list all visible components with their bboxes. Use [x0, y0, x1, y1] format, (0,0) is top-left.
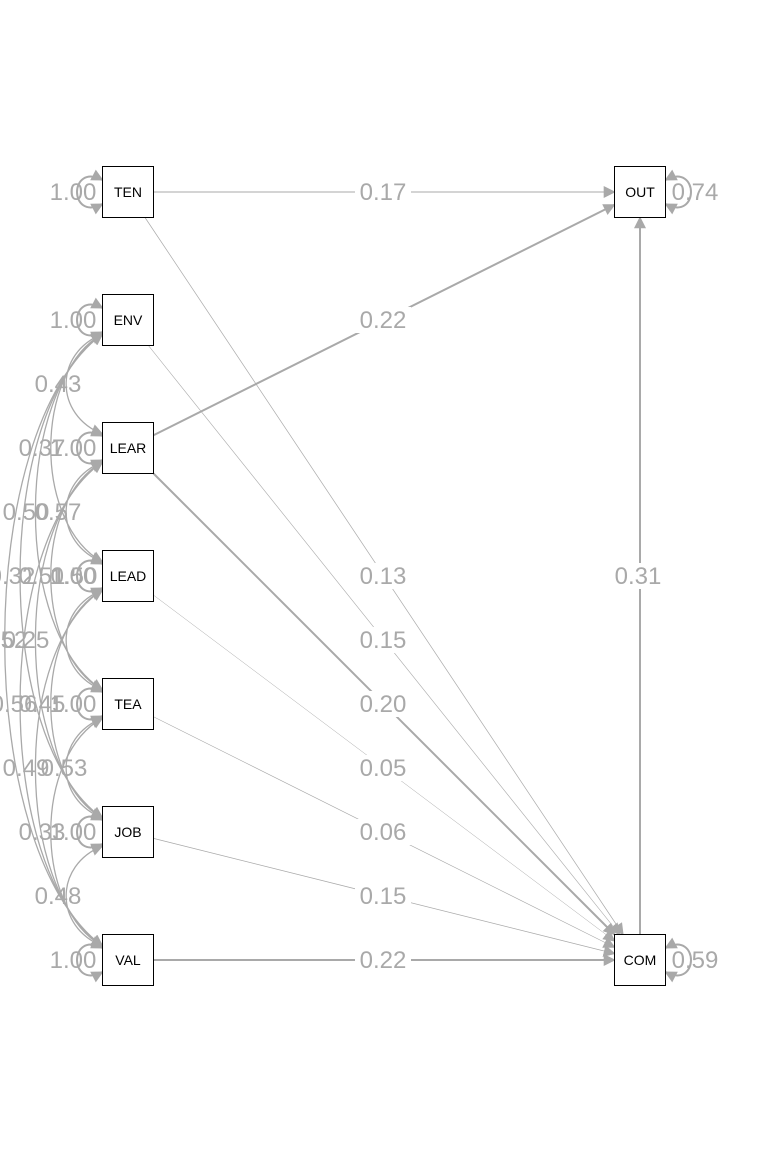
node-tea: TEA	[102, 678, 154, 730]
variance-label-val: 1.00	[50, 947, 97, 974]
covariance-layer	[4, 332, 104, 948]
node-box-val	[102, 934, 154, 986]
covariance-label-env-tea: 0.50	[3, 499, 50, 526]
variance-loop-out	[664, 169, 692, 215]
node-box-tea	[102, 678, 154, 730]
covariance-label-env-job: 0.32	[0, 563, 35, 590]
node-box-ten	[102, 166, 154, 218]
covariance-arc-tea-job	[65, 716, 104, 820]
covariance-label-tea-job: 0.53	[41, 755, 88, 782]
path-label-job-com: 0.15	[360, 883, 407, 910]
covariance-arc-job-val	[65, 844, 104, 948]
variance-label-env: 1.00	[50, 307, 97, 334]
node-env: ENV	[102, 294, 154, 346]
path-label-lead-com: 0.05	[360, 755, 407, 782]
covariance-label-lear-job: 0.25	[3, 627, 50, 654]
covariance-label-lead-tea: 0.50	[51, 563, 98, 590]
node-label-env: ENV	[114, 312, 143, 328]
path-label-bg	[355, 819, 411, 845]
node-box-job	[102, 806, 154, 858]
node-out: OUT	[614, 166, 666, 218]
node-val: VAL	[102, 934, 154, 986]
node-box-lead	[102, 550, 154, 602]
node-box-com	[614, 934, 666, 986]
variance-label-ten: 1.00	[50, 179, 97, 206]
covariance-label-env-lear: 0.43	[35, 371, 82, 398]
variance-label-com: 0.59	[672, 947, 719, 974]
node-job: JOB	[102, 806, 154, 858]
path-label-lear-out: 0.22	[360, 307, 407, 334]
node-lead: LEAD	[102, 550, 154, 602]
path-label-ten-out: 0.17	[360, 179, 407, 206]
node-label-ten: TEN	[114, 184, 142, 200]
path-label-ten-com: 0.13	[360, 563, 407, 590]
variance-loop-com	[664, 937, 692, 983]
node-label-tea: TEA	[114, 696, 142, 712]
covariance-arc-lear-lead	[65, 460, 104, 564]
variance-loop-lead	[76, 553, 104, 599]
node-label-lead: LEAD	[110, 568, 147, 584]
variance-loop-ten	[76, 169, 104, 215]
covariance-label-lear-lead: 0.57	[35, 499, 82, 526]
path-label-val-com: 0.22	[360, 947, 407, 974]
variance-loop-lear	[76, 425, 104, 471]
path-label-bg	[355, 307, 411, 333]
variance-loop-env	[76, 297, 104, 343]
covariance-arc-env-val	[4, 333, 104, 947]
variance-loop-job	[76, 809, 104, 855]
path-label-bg	[355, 883, 411, 909]
node-ten: TEN	[102, 166, 154, 218]
covariance-arc-env-lear	[65, 332, 104, 436]
path-label-bg	[355, 179, 411, 205]
path-label-bg	[355, 755, 411, 781]
variance-label-job: 1.00	[50, 819, 97, 846]
node-layer: TEN ENV LEAR LEAD TEA JOB VAL OUT COM	[102, 166, 666, 986]
node-label-val: VAL	[115, 952, 141, 968]
variance-label-lead: 1.00	[50, 563, 97, 590]
variance-loop-tea	[76, 681, 104, 727]
node-com: COM	[614, 934, 666, 986]
covariance-label-env-val: 0.52	[0, 627, 27, 654]
covariance-arc-lead-tea	[65, 588, 104, 692]
path-label-bg	[355, 691, 411, 717]
node-box-lear	[102, 422, 154, 474]
path-label-bg	[355, 627, 411, 653]
path-label-lear-com: 0.20	[360, 691, 407, 718]
variance-layer	[76, 169, 692, 983]
node-box-env	[102, 294, 154, 346]
node-label-lear: LEAR	[110, 440, 147, 456]
node-label-out: OUT	[625, 184, 655, 200]
path-label-bg	[355, 947, 411, 973]
covariance-label-job-val: 0.48	[35, 883, 82, 910]
path-label-com-out: 0.31	[615, 563, 662, 590]
variance-label-out: 0.74	[672, 179, 719, 206]
node-lear: LEAR	[102, 422, 154, 474]
variance-loop-val	[76, 937, 104, 983]
label-layer: 0.430.370.570.500.510.500.320.250.450.53…	[0, 179, 718, 974]
path-label-env-com: 0.15	[360, 627, 407, 654]
node-label-job: JOB	[114, 824, 141, 840]
covariance-arc-tea-val	[50, 717, 104, 947]
node-label-com: COM	[624, 952, 657, 968]
covariance-label-env-lead: 0.37	[19, 435, 66, 462]
path-label-bg	[610, 563, 666, 589]
covariance-label-lead-val: 0.49	[3, 755, 50, 782]
covariance-label-lear-val: 0.56	[0, 691, 37, 718]
path-label-bg	[355, 563, 411, 589]
covariance-label-tea-val: 0.33	[19, 819, 66, 846]
node-box-out	[614, 166, 666, 218]
path-label-tea-com: 0.06	[360, 819, 407, 846]
covariance-label-lear-tea: 0.51	[19, 563, 66, 590]
covariance-label-lead-job: 0.45	[19, 691, 66, 718]
variance-label-lear: 1.00	[50, 435, 97, 462]
variance-label-tea: 1.00	[50, 691, 97, 718]
